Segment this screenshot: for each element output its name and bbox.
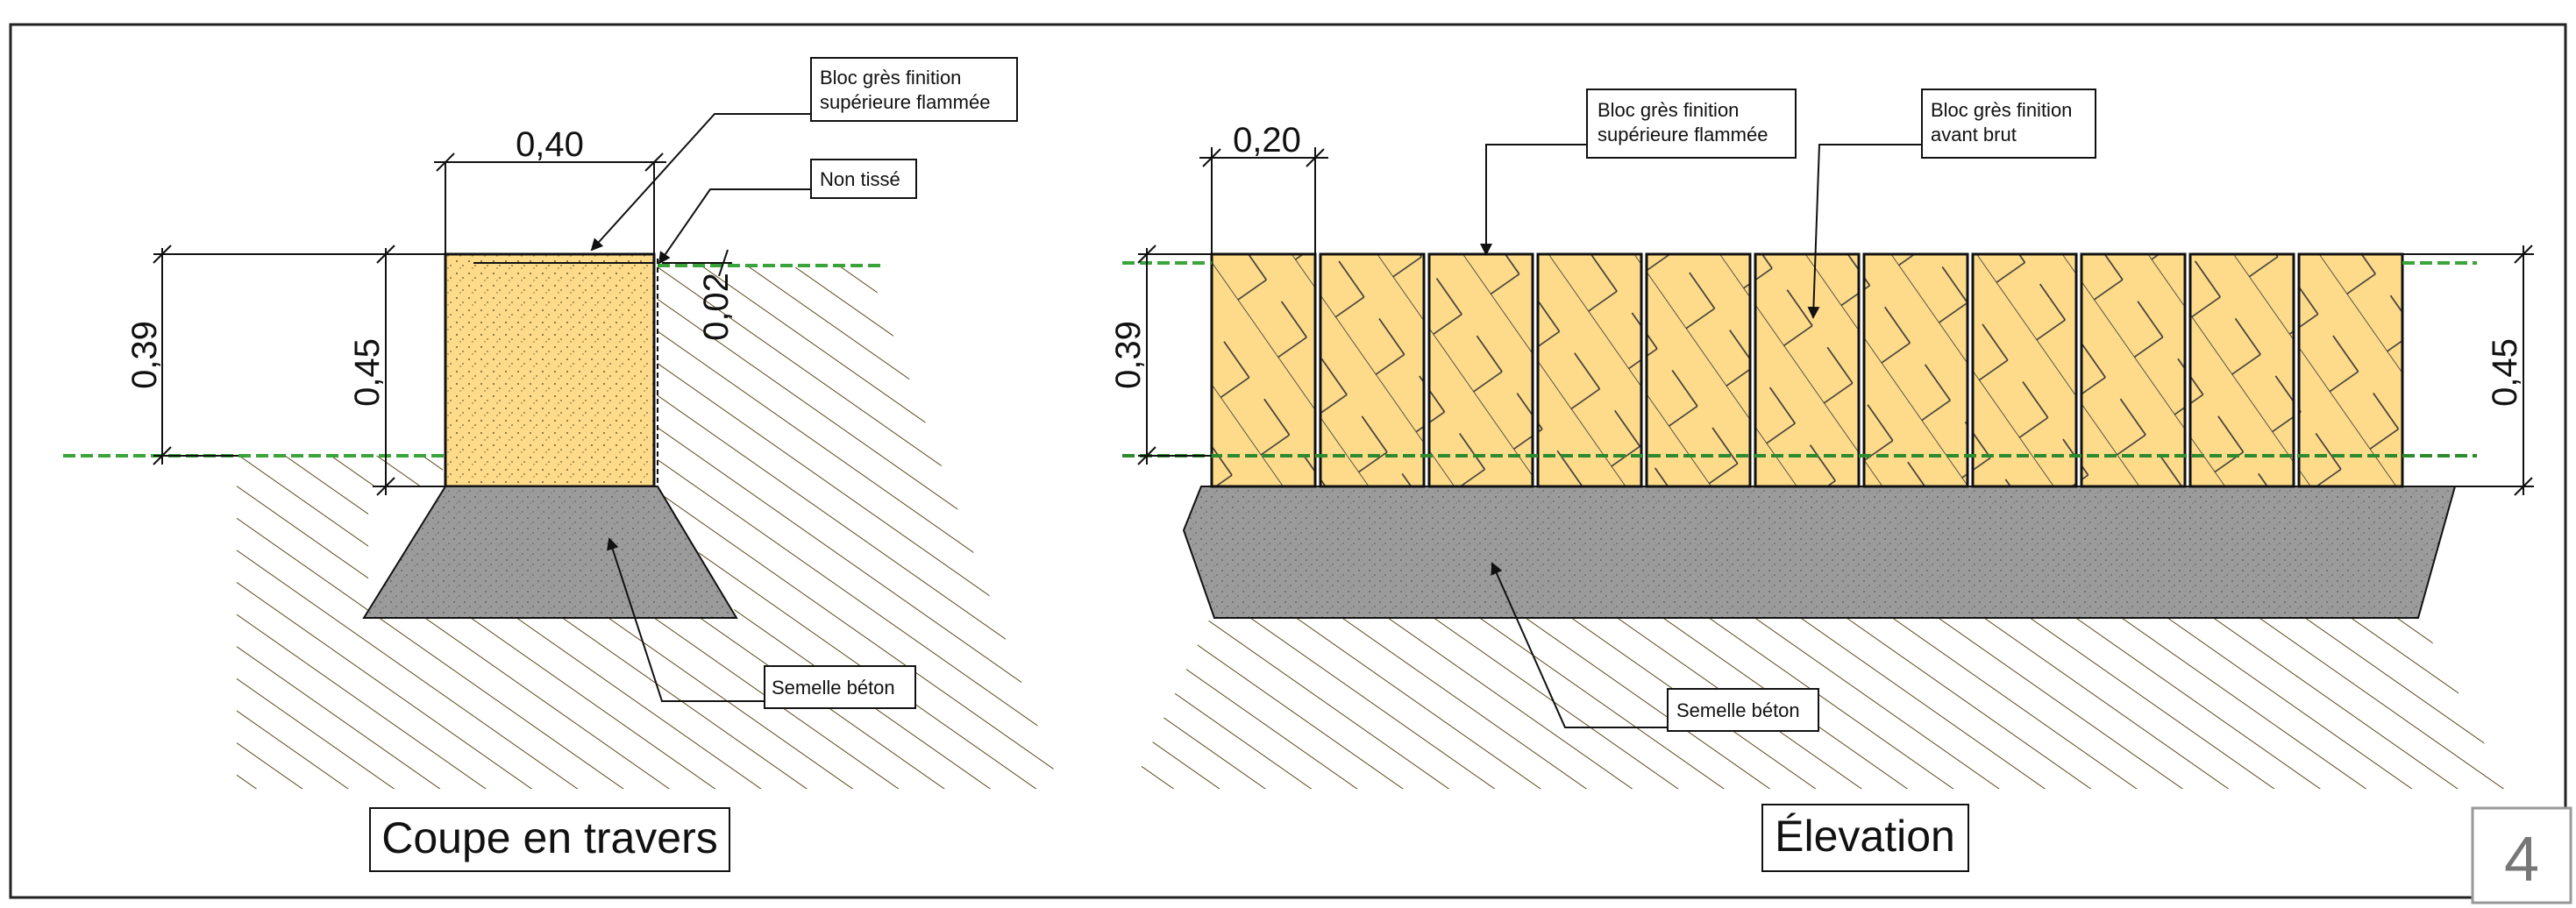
dim-height-ground xyxy=(153,245,445,465)
callout-elev-block-top-line1: Bloc grès finition xyxy=(1598,99,1739,121)
dim-height-total xyxy=(373,245,445,496)
callout-box-elev-footing xyxy=(1667,688,1819,732)
dim-width xyxy=(434,153,666,254)
title-elevation: Élevation xyxy=(1775,812,1955,861)
sheet-frame xyxy=(9,23,2567,899)
callout-box-elev-block-front xyxy=(1921,89,2096,159)
leader-block-top xyxy=(590,113,811,252)
leader-elev-block-top xyxy=(1480,144,1587,256)
dim-block-width-label: 0,20 xyxy=(1233,121,1301,160)
callout-block-top-line1: Bloc grès finition xyxy=(820,67,961,89)
sheet-number-box xyxy=(2471,806,2572,904)
stone-block xyxy=(1971,252,2078,488)
stone-block xyxy=(2188,252,2295,488)
callout-footing: Semelle béton xyxy=(772,677,895,699)
dim-elev-height-total xyxy=(2402,245,2534,496)
callout-elev-block-front-line1: Bloc grès finition xyxy=(1931,99,2072,121)
leader-geotextile xyxy=(658,188,811,265)
stone-block xyxy=(1210,252,1317,488)
title-section: Coupe en travers xyxy=(381,813,718,862)
dim-width-label: 0,40 xyxy=(516,125,584,164)
dim-elev-height-ground-label: 0,39 xyxy=(1109,321,1148,389)
elevation-view: 0,20 0,39 0,45 Bloc grès finition supéri… xyxy=(1109,89,2534,872)
leader-footing xyxy=(607,537,765,702)
callout-box-geotextile xyxy=(810,159,917,199)
stone-block xyxy=(1536,252,1643,488)
section-view: 0,40 0,39 0,45 0,02 Bloc grès finition s… xyxy=(63,57,1061,872)
stone-block xyxy=(1319,252,1426,488)
stone-block xyxy=(2080,252,2187,488)
dim-geotextile-label: 0,02 xyxy=(697,273,736,341)
soil-right xyxy=(443,267,1061,789)
stone-block xyxy=(1754,252,1861,488)
title-box-elevation xyxy=(1761,804,1969,872)
callout-box-footing xyxy=(764,665,916,709)
stone-blocks-row xyxy=(1210,252,2404,488)
leader-elev-block-front xyxy=(1807,144,1922,319)
stone-block xyxy=(1645,252,1752,488)
leader-elev-footing xyxy=(1491,562,1668,728)
concrete-footing-section xyxy=(362,486,738,619)
soil-left xyxy=(237,456,443,789)
callout-geotextile: Non tissé xyxy=(820,168,900,190)
stone-block xyxy=(1427,252,1534,488)
callout-block-top-line2: supérieure flammée xyxy=(820,91,990,113)
concrete-footing-elevation xyxy=(1182,486,2457,619)
title-box-section xyxy=(369,807,730,872)
stone-block xyxy=(2297,252,2404,488)
sheet-number: 4 xyxy=(2504,825,2539,895)
dim-height-ground-label: 0,39 xyxy=(125,321,164,389)
callout-box-block-top xyxy=(810,57,1018,122)
stone-block xyxy=(1862,252,1969,488)
stone-block-section xyxy=(444,252,656,488)
dim-elev-height-total-label: 0,45 xyxy=(2486,338,2524,407)
dim-height-total-label: 0,45 xyxy=(348,338,387,407)
callout-elev-block-top-line2: supérieure flammée xyxy=(1598,124,1768,145)
dim-block-width xyxy=(1199,147,1328,254)
dim-elev-height-ground xyxy=(1137,245,1212,465)
callout-box-elev-block-top xyxy=(1586,89,1797,159)
dim-geotextile xyxy=(662,249,732,277)
callout-elev-footing: Semelle béton xyxy=(1676,699,1800,721)
callout-elev-block-front-line2: avant brut xyxy=(1931,124,2017,145)
